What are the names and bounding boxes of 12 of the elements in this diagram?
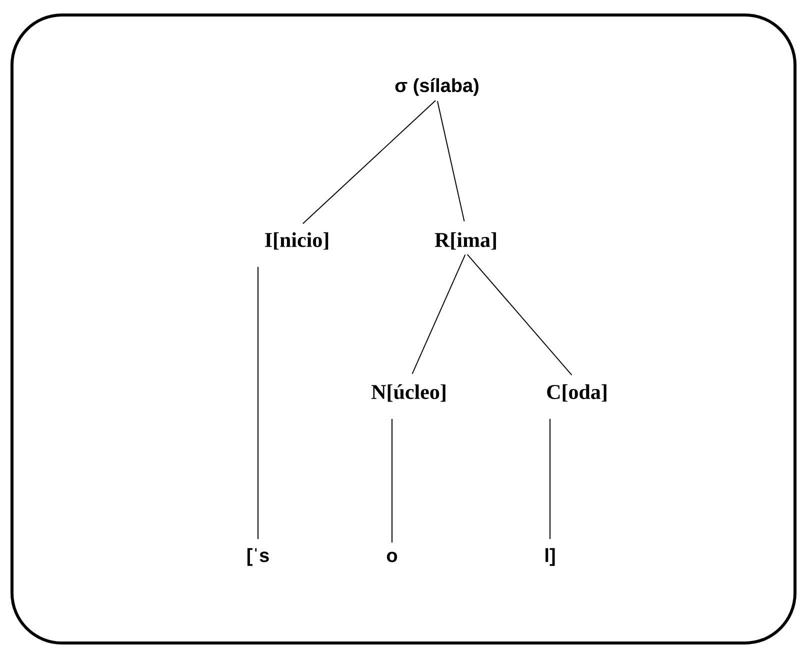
tree-label: I[nicio] — [265, 232, 328, 250]
tree-branch — [466, 254, 572, 376]
tree-label: R[ima] — [434, 232, 496, 250]
tree-label: N[úcleo] — [372, 384, 446, 402]
tree-label: [ˈs — [247, 548, 269, 566]
tree-branch — [436, 100, 465, 222]
tree-branch — [302, 100, 436, 224]
tree-label: σ (sílaba) — [395, 78, 478, 96]
tree-label: o — [386, 552, 398, 562]
tree-branch — [412, 254, 466, 374]
tree-label: C[oda] — [547, 384, 606, 402]
tree-label: l] — [546, 548, 555, 566]
